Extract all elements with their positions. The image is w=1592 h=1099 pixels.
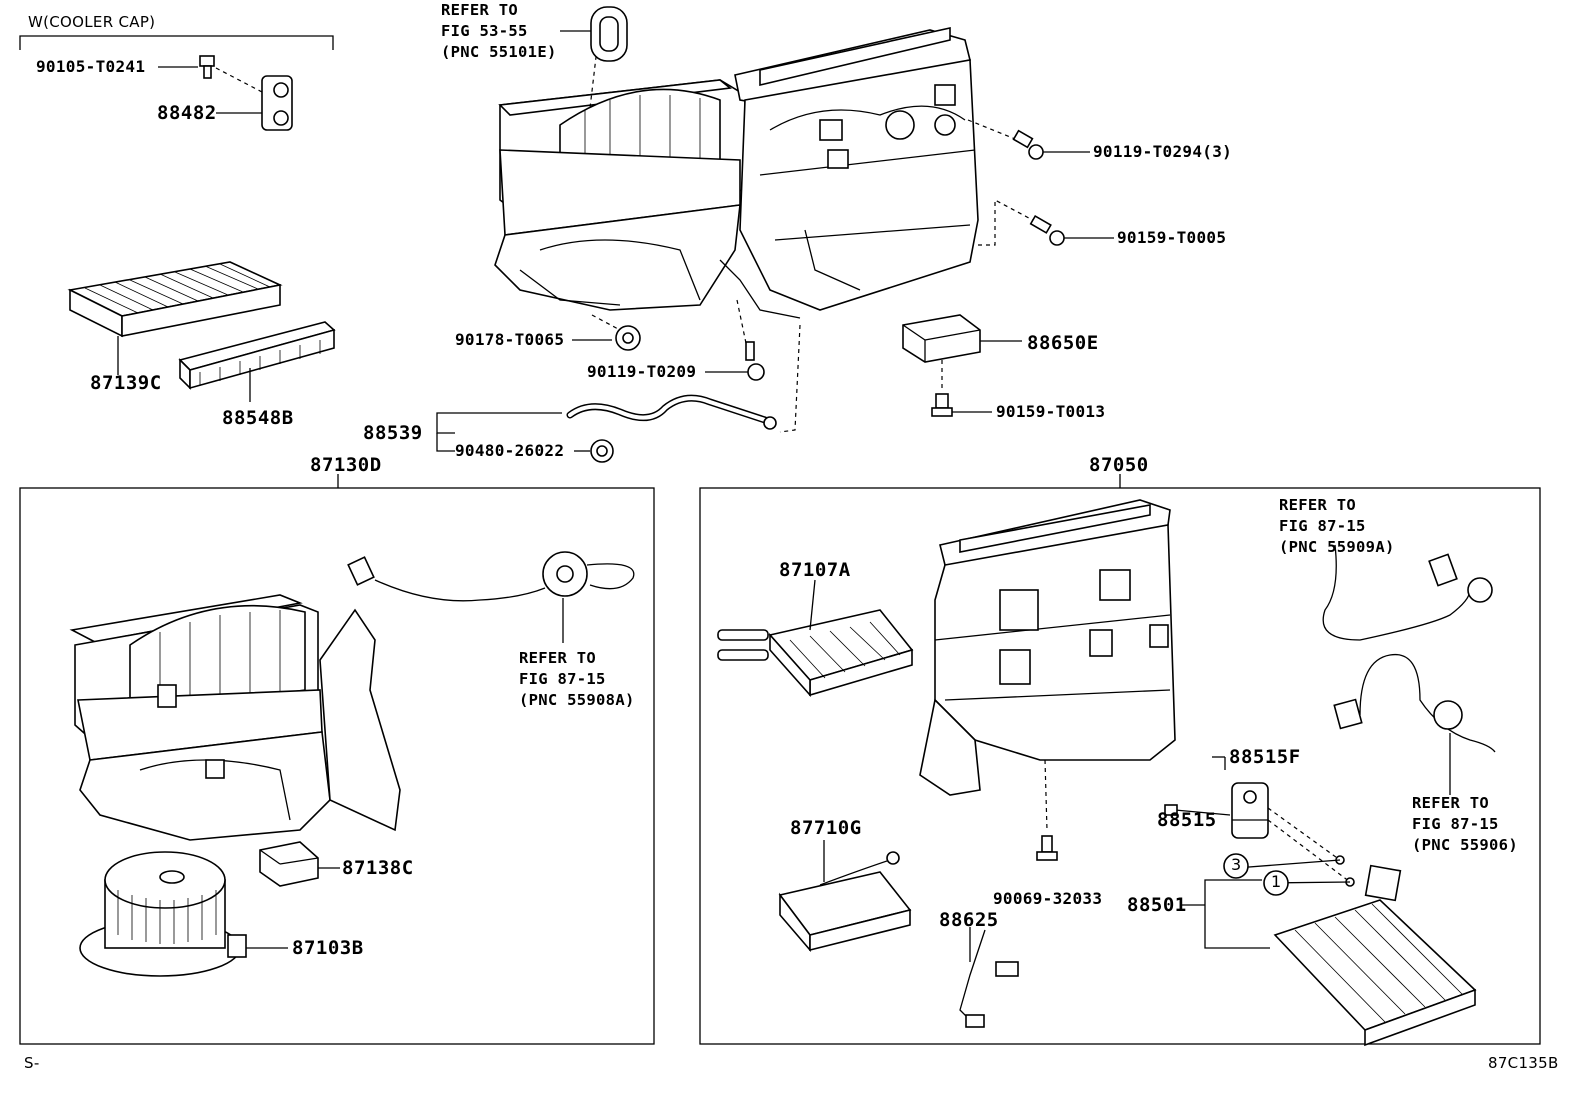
part-90159-T0005[interactable]: 90159-T0005 bbox=[1117, 228, 1227, 247]
ref-left-line1: REFER TO bbox=[519, 649, 597, 667]
ref-right-bottom-line3[interactable]: (PNC 55906) bbox=[1412, 836, 1518, 854]
ref-left-line3[interactable]: (PNC 55908A) bbox=[519, 691, 635, 709]
callout-1: 1 bbox=[1271, 872, 1282, 891]
part-87139C[interactable]: 87139C bbox=[90, 372, 162, 394]
callout-3: 3 bbox=[1231, 855, 1242, 874]
part-88482[interactable]: 88482 bbox=[157, 102, 217, 124]
hvac-assembly-top-icon bbox=[494, 27, 979, 319]
bolt-90119-T0294-icon bbox=[1012, 129, 1090, 160]
ref-right-top: REFER TO FIG 87-15 (PNC 55909A) bbox=[1279, 495, 1395, 558]
footer-left: S- bbox=[24, 1054, 40, 1072]
filter-88548B-icon bbox=[178, 321, 336, 402]
evaporator-sensor-87710G-icon bbox=[778, 840, 912, 953]
ref-top: REFER TO FIG 53-55 (PNC 55101E) bbox=[441, 0, 557, 63]
screw-90105-icon bbox=[158, 55, 263, 93]
bolt-90159-T0005-icon bbox=[1029, 214, 1114, 246]
part-88515F[interactable]: 88515F bbox=[1229, 746, 1301, 768]
ref-right-top-line2: FIG 87-15 bbox=[1279, 517, 1366, 535]
part-90069[interactable]: 90069-32033 bbox=[993, 889, 1103, 908]
figure-code: 87C135B bbox=[1488, 1054, 1559, 1072]
heater-case-87050-icon bbox=[919, 499, 1176, 831]
sensor-88625-icon bbox=[959, 927, 1019, 1028]
part-88501[interactable]: 88501 bbox=[1127, 894, 1187, 916]
ref-left-line2: FIG 87-15 bbox=[519, 670, 606, 688]
screw-90159-T0013-icon bbox=[931, 393, 992, 417]
sensor-wire-55908A-icon bbox=[347, 551, 635, 643]
part-88625[interactable]: 88625 bbox=[939, 909, 999, 931]
ref-left: REFER TO FIG 87-15 (PNC 55908A) bbox=[519, 648, 635, 711]
box-87130D bbox=[19, 474, 655, 1045]
drain-hose-88539-icon bbox=[436, 394, 777, 452]
part-90178[interactable]: 90178-T0065 bbox=[455, 330, 565, 349]
blower-case-icon bbox=[69, 594, 401, 841]
part-88539[interactable]: 88539 bbox=[363, 422, 423, 444]
filter-87139C-icon bbox=[67, 261, 283, 375]
nut-90178-icon bbox=[572, 325, 641, 351]
ref-top-line1: REFER TO bbox=[441, 1, 519, 19]
valve-88515-icon bbox=[1164, 756, 1351, 883]
bolt-90119-T0209-icon bbox=[705, 341, 765, 381]
cooler-cap-bracket bbox=[19, 35, 334, 50]
ref-right-top-line3[interactable]: (PNC 55909A) bbox=[1279, 538, 1395, 556]
ref-top-line3[interactable]: (PNC 55101E) bbox=[441, 43, 557, 61]
part-90159-T0013[interactable]: 90159-T0013 bbox=[996, 402, 1106, 421]
box-87050 bbox=[699, 474, 1541, 1045]
variant-heading: W(COOLER CAP) bbox=[28, 13, 156, 31]
part-87103B[interactable]: 87103B bbox=[292, 937, 364, 959]
ref-right-bottom-line2: FIG 87-15 bbox=[1412, 815, 1499, 833]
grommet-90480-icon bbox=[574, 439, 614, 463]
sensor-wires-right-icon bbox=[1322, 544, 1496, 795]
part-88650E[interactable]: 88650E bbox=[1027, 332, 1099, 354]
ref-right-bottom: REFER TO FIG 87-15 (PNC 55906) bbox=[1412, 793, 1518, 856]
part-88548B[interactable]: 88548B bbox=[222, 407, 294, 429]
part-90119-T0294[interactable]: 90119-T0294(3) bbox=[1093, 142, 1233, 161]
ref-right-bottom-line1: REFER TO bbox=[1412, 794, 1490, 812]
module-88650E-icon bbox=[902, 314, 1022, 363]
blower-motor-87103B-icon bbox=[79, 851, 288, 977]
part-87138C[interactable]: 87138C bbox=[342, 857, 414, 879]
part-87050[interactable]: 87050 bbox=[1089, 454, 1149, 476]
part-90119-T0209[interactable]: 90119-T0209 bbox=[587, 362, 697, 381]
screw-90069-icon bbox=[1036, 835, 1058, 861]
heater-core-87107A-icon bbox=[717, 579, 914, 698]
part-87130D[interactable]: 87130D bbox=[310, 454, 382, 476]
part-90480[interactable]: 90480-26022 bbox=[455, 441, 565, 460]
part-87107A[interactable]: 87107A bbox=[779, 559, 851, 581]
cooler-cap-88482-icon bbox=[216, 75, 293, 131]
evaporator-88501-icon bbox=[1182, 853, 1477, 1047]
grommet-55101E-icon bbox=[560, 6, 628, 62]
part-88515[interactable]: 88515 bbox=[1157, 809, 1217, 831]
part-87710G[interactable]: 87710G bbox=[790, 817, 862, 839]
part-90105[interactable]: 90105-T0241 bbox=[36, 57, 146, 76]
ref-right-top-line1: REFER TO bbox=[1279, 496, 1357, 514]
resistor-87138C-icon bbox=[259, 841, 340, 887]
ref-top-line2: FIG 53-55 bbox=[441, 22, 528, 40]
